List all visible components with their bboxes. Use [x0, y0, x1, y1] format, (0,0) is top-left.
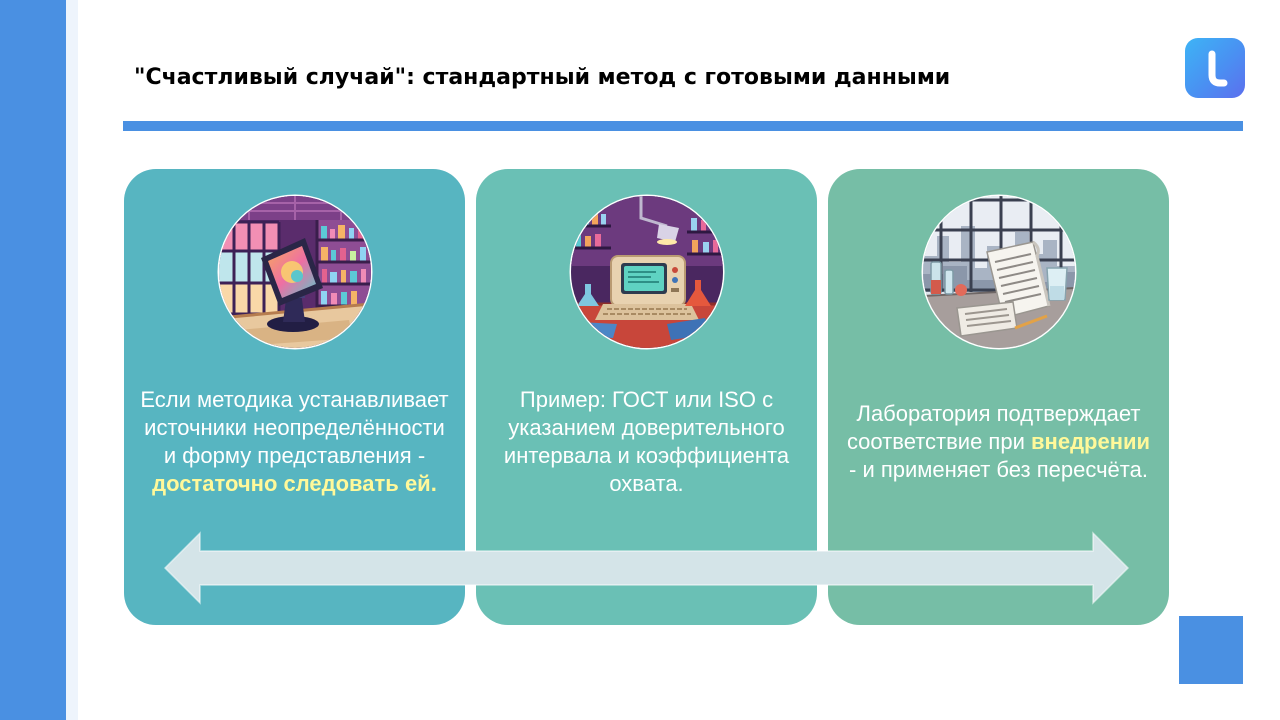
left-accent-strip — [66, 0, 78, 720]
card-text-line: указанием доверительного — [508, 415, 785, 440]
card-highlight-text: внедрении — [1031, 429, 1151, 454]
card-text-line: Лаборатория подтверждает — [856, 401, 1141, 426]
lab-device-image — [219, 196, 371, 348]
card-1-illustration — [219, 196, 371, 348]
card-1: Если методика устанавливает источники не… — [124, 169, 465, 625]
brand-logo-icon — [1208, 50, 1228, 87]
left-accent-bar — [0, 0, 66, 720]
card-text-line: Если методика устанавливает — [140, 387, 449, 412]
card-2-text: Пример: ГОСТ или ISO с указанием доверит… — [484, 352, 809, 532]
card-2-illustration — [571, 196, 723, 348]
card-text-line: и форму представления - — [163, 443, 426, 468]
card-text-line: источники неопределённости — [144, 415, 445, 440]
header-divider — [123, 121, 1243, 131]
card-3-illustration — [923, 196, 1075, 348]
slide-title: "Счастливый случай": стандартный метод с… — [134, 65, 951, 90]
card-1-text: Если методика устанавливает источники не… — [132, 352, 457, 532]
card-2: Пример: ГОСТ или ISO с указанием доверит… — [476, 169, 817, 625]
card-highlight-text: достаточно следовать ей. — [152, 471, 437, 496]
card-text-line: интервала и коэффициента — [503, 443, 790, 468]
lab-documents-image — [923, 196, 1075, 348]
corner-accent-square — [1179, 616, 1243, 684]
card-text-segment: соответствие при — [846, 429, 1025, 454]
card-text-line: - и применяет без пересчёта. — [849, 457, 1148, 482]
card-3: Лаборатория подтверждает соответствие пр… — [828, 169, 1169, 625]
card-3-text: Лаборатория подтверждает соответствие пр… — [836, 352, 1161, 532]
lab-computer-image — [571, 196, 723, 348]
card-text-line: охвата. — [609, 471, 684, 496]
logo — [1185, 38, 1245, 98]
card-text-line: Пример: ГОСТ или ISO с — [519, 387, 774, 412]
